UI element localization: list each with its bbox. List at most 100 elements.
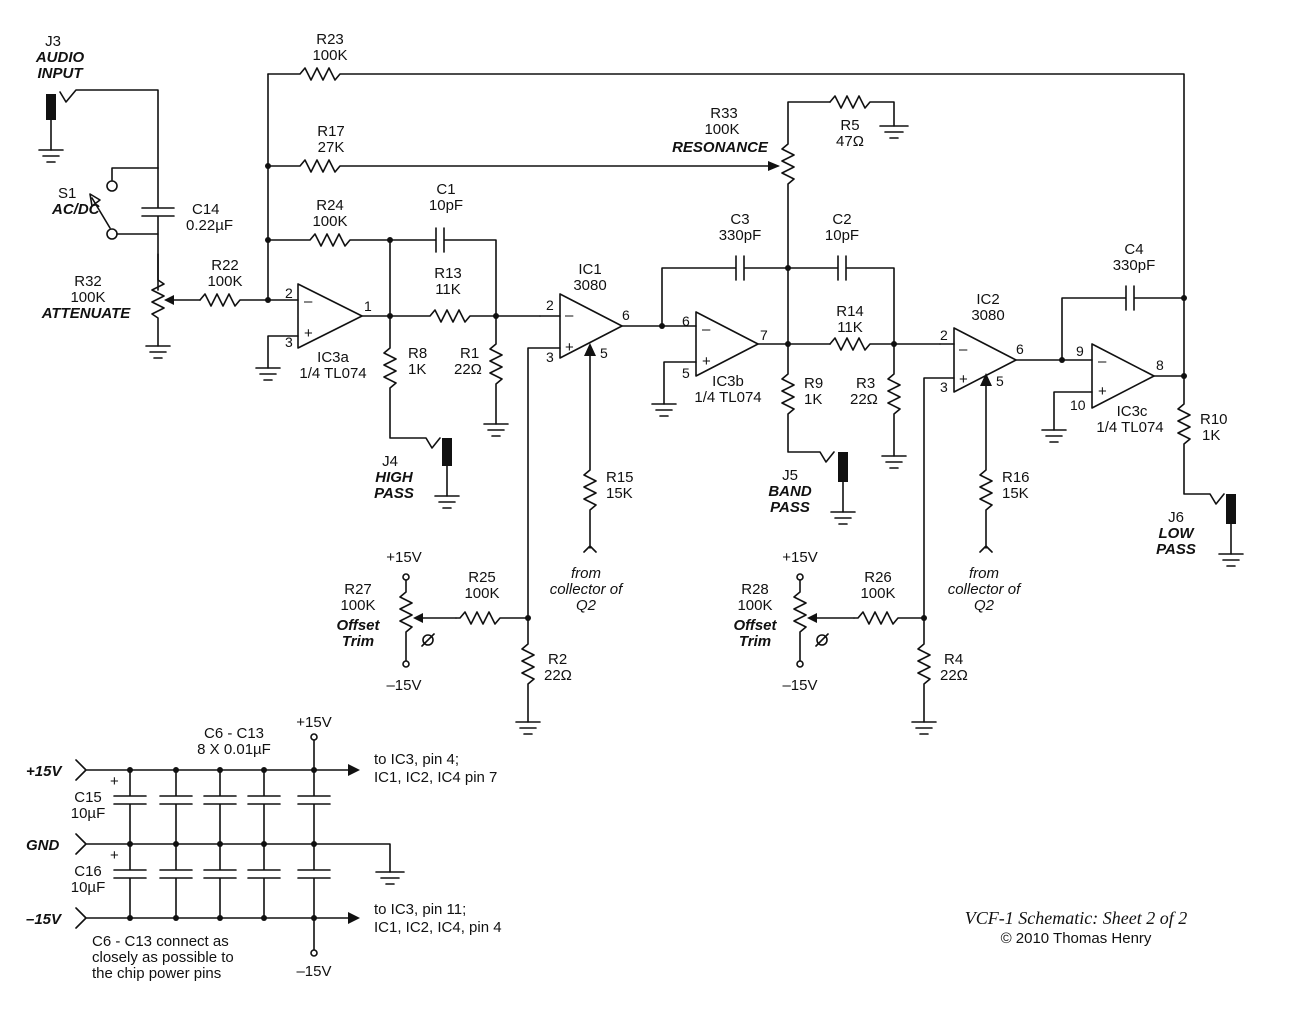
ic2-note-3: Q2 bbox=[974, 597, 995, 614]
r26-ref: R26 bbox=[864, 569, 892, 586]
opamp-ic3b: – + 6 5 7 IC3b 1/4 TL074 bbox=[651, 311, 831, 417]
ic1-pin-6: 6 bbox=[622, 307, 630, 323]
ic3b-pin-7: 7 bbox=[760, 327, 768, 343]
resistor-r5: R5 47Ω bbox=[829, 95, 909, 150]
c15-value: 10µF bbox=[71, 805, 106, 822]
c16-ref: C16 bbox=[74, 863, 102, 880]
audio-input-jack-j3: J3 AUDIO INPUT bbox=[35, 33, 159, 169]
ic3a-plus-sign: + bbox=[304, 325, 313, 342]
j4-ref: J4 bbox=[382, 453, 398, 470]
resistor-r4: R4 22Ω bbox=[911, 617, 968, 735]
ic1-bias-note: from collector of Q2 bbox=[550, 565, 624, 614]
r10-ref: R10 bbox=[1200, 411, 1228, 428]
ic2-minus-sign: – bbox=[959, 341, 968, 358]
j6-label-2: PASS bbox=[1156, 541, 1196, 558]
r15-ref: R15 bbox=[606, 469, 634, 486]
decoupling-capacitors: + + C15 10µF C16 10µF C6 - C13 8 X 0.01µ… bbox=[71, 714, 332, 980]
r24-ref: R24 bbox=[316, 197, 344, 214]
power-note-1: C6 - C13 connect as bbox=[92, 933, 229, 950]
resistor-r3: R3 22Ω bbox=[850, 343, 907, 469]
j3-label-2: INPUT bbox=[38, 65, 85, 82]
resistor-r23: R23 100K bbox=[267, 31, 1185, 299]
r32-name: ATTENUATE bbox=[41, 305, 132, 322]
c6-c13-value: 8 X 0.01µF bbox=[197, 741, 271, 758]
ic1-pin-2: 2 bbox=[546, 297, 554, 313]
ic3a-pin-3: 3 bbox=[285, 334, 293, 350]
capacitor-c3: C3 330pF bbox=[659, 211, 791, 329]
r4-value: 22Ω bbox=[940, 667, 968, 684]
r17-ref: R17 bbox=[317, 123, 345, 140]
ic1-note-3: Q2 bbox=[576, 597, 597, 614]
to-neg-2: IC1, IC2, IC4, pin 4 bbox=[374, 919, 502, 936]
to-pos-1: to IC3, pin 4; bbox=[374, 751, 459, 768]
r28-supply-neg: –15V bbox=[782, 677, 817, 694]
ic2-pin-5: 5 bbox=[996, 373, 1004, 389]
ic2-note-2: collector of bbox=[948, 581, 1022, 598]
resistor-r13: R13 11K bbox=[389, 265, 541, 323]
r13-value: 11K bbox=[435, 281, 461, 298]
c16-value: 10µF bbox=[71, 879, 106, 896]
ic2-plus-sign: + bbox=[959, 371, 968, 388]
power-rail-pos: +15V bbox=[26, 759, 360, 781]
r8-ref: R8 bbox=[408, 345, 427, 362]
capacitor-c4: C4 330pF bbox=[1059, 241, 1187, 363]
r28-value: 100K bbox=[737, 597, 772, 614]
ic3b-ref: IC3b bbox=[712, 373, 744, 390]
r10-value: 1K bbox=[1202, 427, 1220, 444]
sheet-title: VCF-1 Schematic: Sheet 2 of 2 bbox=[965, 908, 1187, 928]
j4-label-2: PASS bbox=[374, 485, 414, 502]
r8-value: 1K bbox=[408, 361, 426, 378]
j4-label-1: HIGH bbox=[375, 469, 414, 486]
r5-ref: R5 bbox=[840, 117, 859, 134]
s1-ref: S1 bbox=[58, 185, 76, 202]
r2-value: 22Ω bbox=[544, 667, 572, 684]
ic3c-part: 1/4 TL074 bbox=[1096, 419, 1163, 436]
r33-value: 100K bbox=[704, 121, 739, 138]
c15-ref: C15 bbox=[74, 789, 102, 806]
ota-ic2: – + 2 3 6 5 IC2 3080 bbox=[923, 291, 1063, 619]
resistor-r16: R16 15K bbox=[979, 373, 1030, 553]
r15-value: 15K bbox=[606, 485, 633, 502]
ic3c-pin-8: 8 bbox=[1156, 357, 1164, 373]
capacitor-c2: C2 10pF bbox=[787, 211, 895, 345]
c1-ref: C1 bbox=[436, 181, 455, 198]
pot-r28: +15V –15V R28 100K Offset Trim bbox=[733, 549, 855, 694]
ic1-pin-5: 5 bbox=[600, 345, 608, 361]
r27-supply-neg: –15V bbox=[386, 677, 421, 694]
s1-name: AC/DC bbox=[51, 201, 101, 218]
resistor-r2: R2 22Ω bbox=[515, 617, 572, 735]
ic2-pin-2: 2 bbox=[940, 327, 948, 343]
r3-ref: R3 bbox=[856, 375, 875, 392]
r23-ref: R23 bbox=[316, 31, 344, 48]
c4-value: 330pF bbox=[1113, 257, 1156, 274]
ic1-pin-3: 3 bbox=[546, 349, 554, 365]
r25-ref: R25 bbox=[468, 569, 496, 586]
j5-label-2: PASS bbox=[770, 499, 810, 516]
r16-value: 15K bbox=[1002, 485, 1029, 502]
r24-value: 100K bbox=[312, 213, 347, 230]
j3-ref: J3 bbox=[45, 33, 61, 50]
switch-s1: S1 AC/DC bbox=[51, 167, 159, 240]
pot-r32: R32 100K ATTENUATE bbox=[41, 253, 201, 359]
ic2-pin-6: 6 bbox=[1016, 341, 1024, 357]
r13-ref: R13 bbox=[434, 265, 462, 282]
ic1-minus-sign: – bbox=[565, 307, 574, 324]
r27-name-2: Trim bbox=[342, 633, 374, 650]
ic3a-pin-1: 1 bbox=[364, 298, 372, 314]
ota-ic1: – + 2 3 6 5 IC1 3080 bbox=[527, 261, 663, 619]
resistor-r25: R25 100K bbox=[455, 569, 531, 625]
copyright: © 2010 Thomas Henry bbox=[1001, 930, 1152, 947]
high-pass-jack-j4: J4 HIGH PASS bbox=[374, 438, 460, 509]
band-pass-jack-j5: J5 BAND PASS bbox=[768, 452, 856, 525]
ic3b-pin-5: 5 bbox=[682, 365, 690, 381]
ic3c-minus-sign: – bbox=[1098, 353, 1107, 370]
ic3c-pin-9: 9 bbox=[1076, 343, 1084, 359]
ic1-plus-sign: + bbox=[565, 339, 574, 356]
c14-ref: C14 bbox=[192, 201, 220, 218]
c15-plus: + bbox=[110, 773, 119, 790]
c1-value: 10pF bbox=[429, 197, 463, 214]
r9-value: 1K bbox=[804, 391, 822, 408]
power-note-2: closely as possible to bbox=[92, 949, 234, 966]
r26-value: 100K bbox=[860, 585, 895, 602]
r32-value: 100K bbox=[70, 289, 105, 306]
